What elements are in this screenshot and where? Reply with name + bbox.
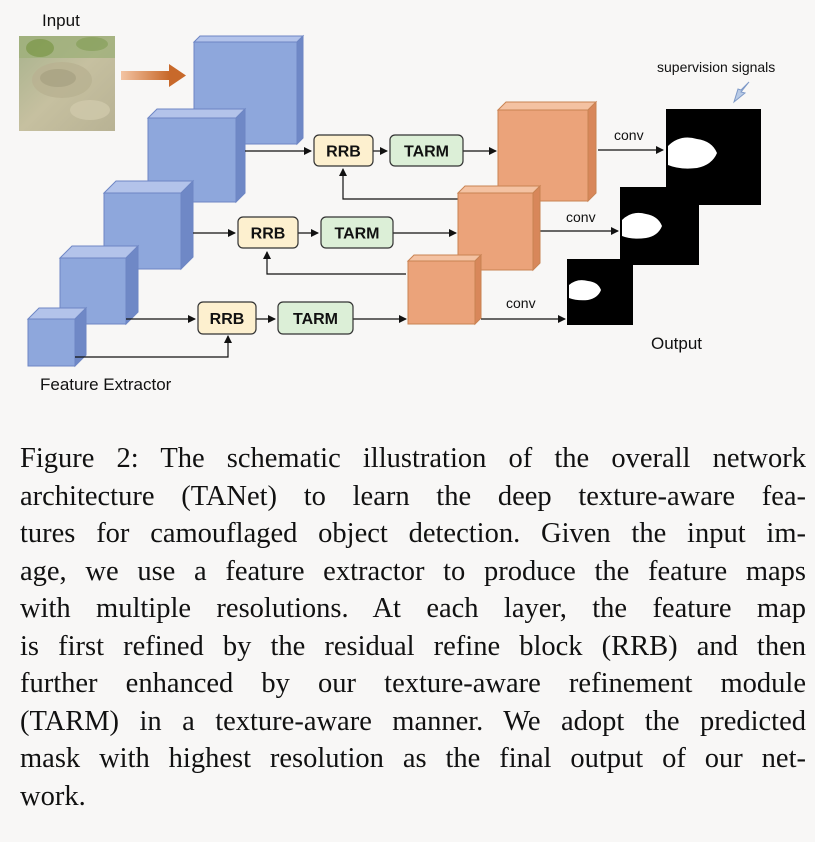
svg-text:RRB: RRB [326,144,361,161]
figure-caption: Figure 2: The schematic illustration of … [20,440,806,815]
caption-line: mask with highest resolution as the fina… [20,743,806,774]
encoder-cube-3 [102,179,195,271]
conv-label-3: conv [506,295,536,311]
conv-label-2: conv [566,209,596,225]
tarm-block-1: TARM [389,134,464,167]
output-mask-3 [567,259,633,325]
input-arrow [121,64,186,87]
svg-text:TARM: TARM [404,144,449,161]
svg-text:RRB: RRB [210,311,245,328]
rrb-block-3: RRB [197,301,257,335]
rrb-block-1: RRB [313,134,374,167]
encoder-cube-4 [58,244,140,326]
supervision-arrow-icon [733,81,750,104]
tarm-block-2: TARM [320,216,394,249]
decoder-cube-3 [406,253,483,326]
caption-line: with multiple resolutions. At each layer… [20,593,806,624]
architecture-diagram: Input Feature Extractor [19,11,775,394]
caption-line: architecture (TANet) to learn the deep t… [20,480,806,512]
input-image [19,36,115,131]
output-label: Output [651,334,702,353]
caption-line: is first refined by the residual refine … [20,630,806,662]
svg-text:RRB: RRB [251,226,286,243]
caption-line: tures for camouflaged object detection. … [20,518,806,549]
caption-line: further enhanced by our texture-aware re… [20,668,806,699]
tarm-block-3: TARM [277,301,354,335]
caption-line: (TARM) in a texture-aware manner. We ado… [20,705,806,737]
caption-line: age, we use a feature extractor to produ… [20,555,806,587]
input-label: Input [42,11,80,30]
caption-line: Figure 2: The schematic illustration of … [20,443,806,474]
encoder-cube-5 [26,306,88,368]
output-mask-1 [666,109,761,205]
svg-text:TARM: TARM [293,311,338,328]
rrb-block-2: RRB [237,216,299,249]
caption-line: work. [20,780,86,812]
feature-extractor-label: Feature Extractor [40,375,172,394]
conv-label-1: conv [614,127,644,143]
svg-text:TARM: TARM [334,226,379,243]
supervision-signals-label: supervision signals [657,59,775,75]
